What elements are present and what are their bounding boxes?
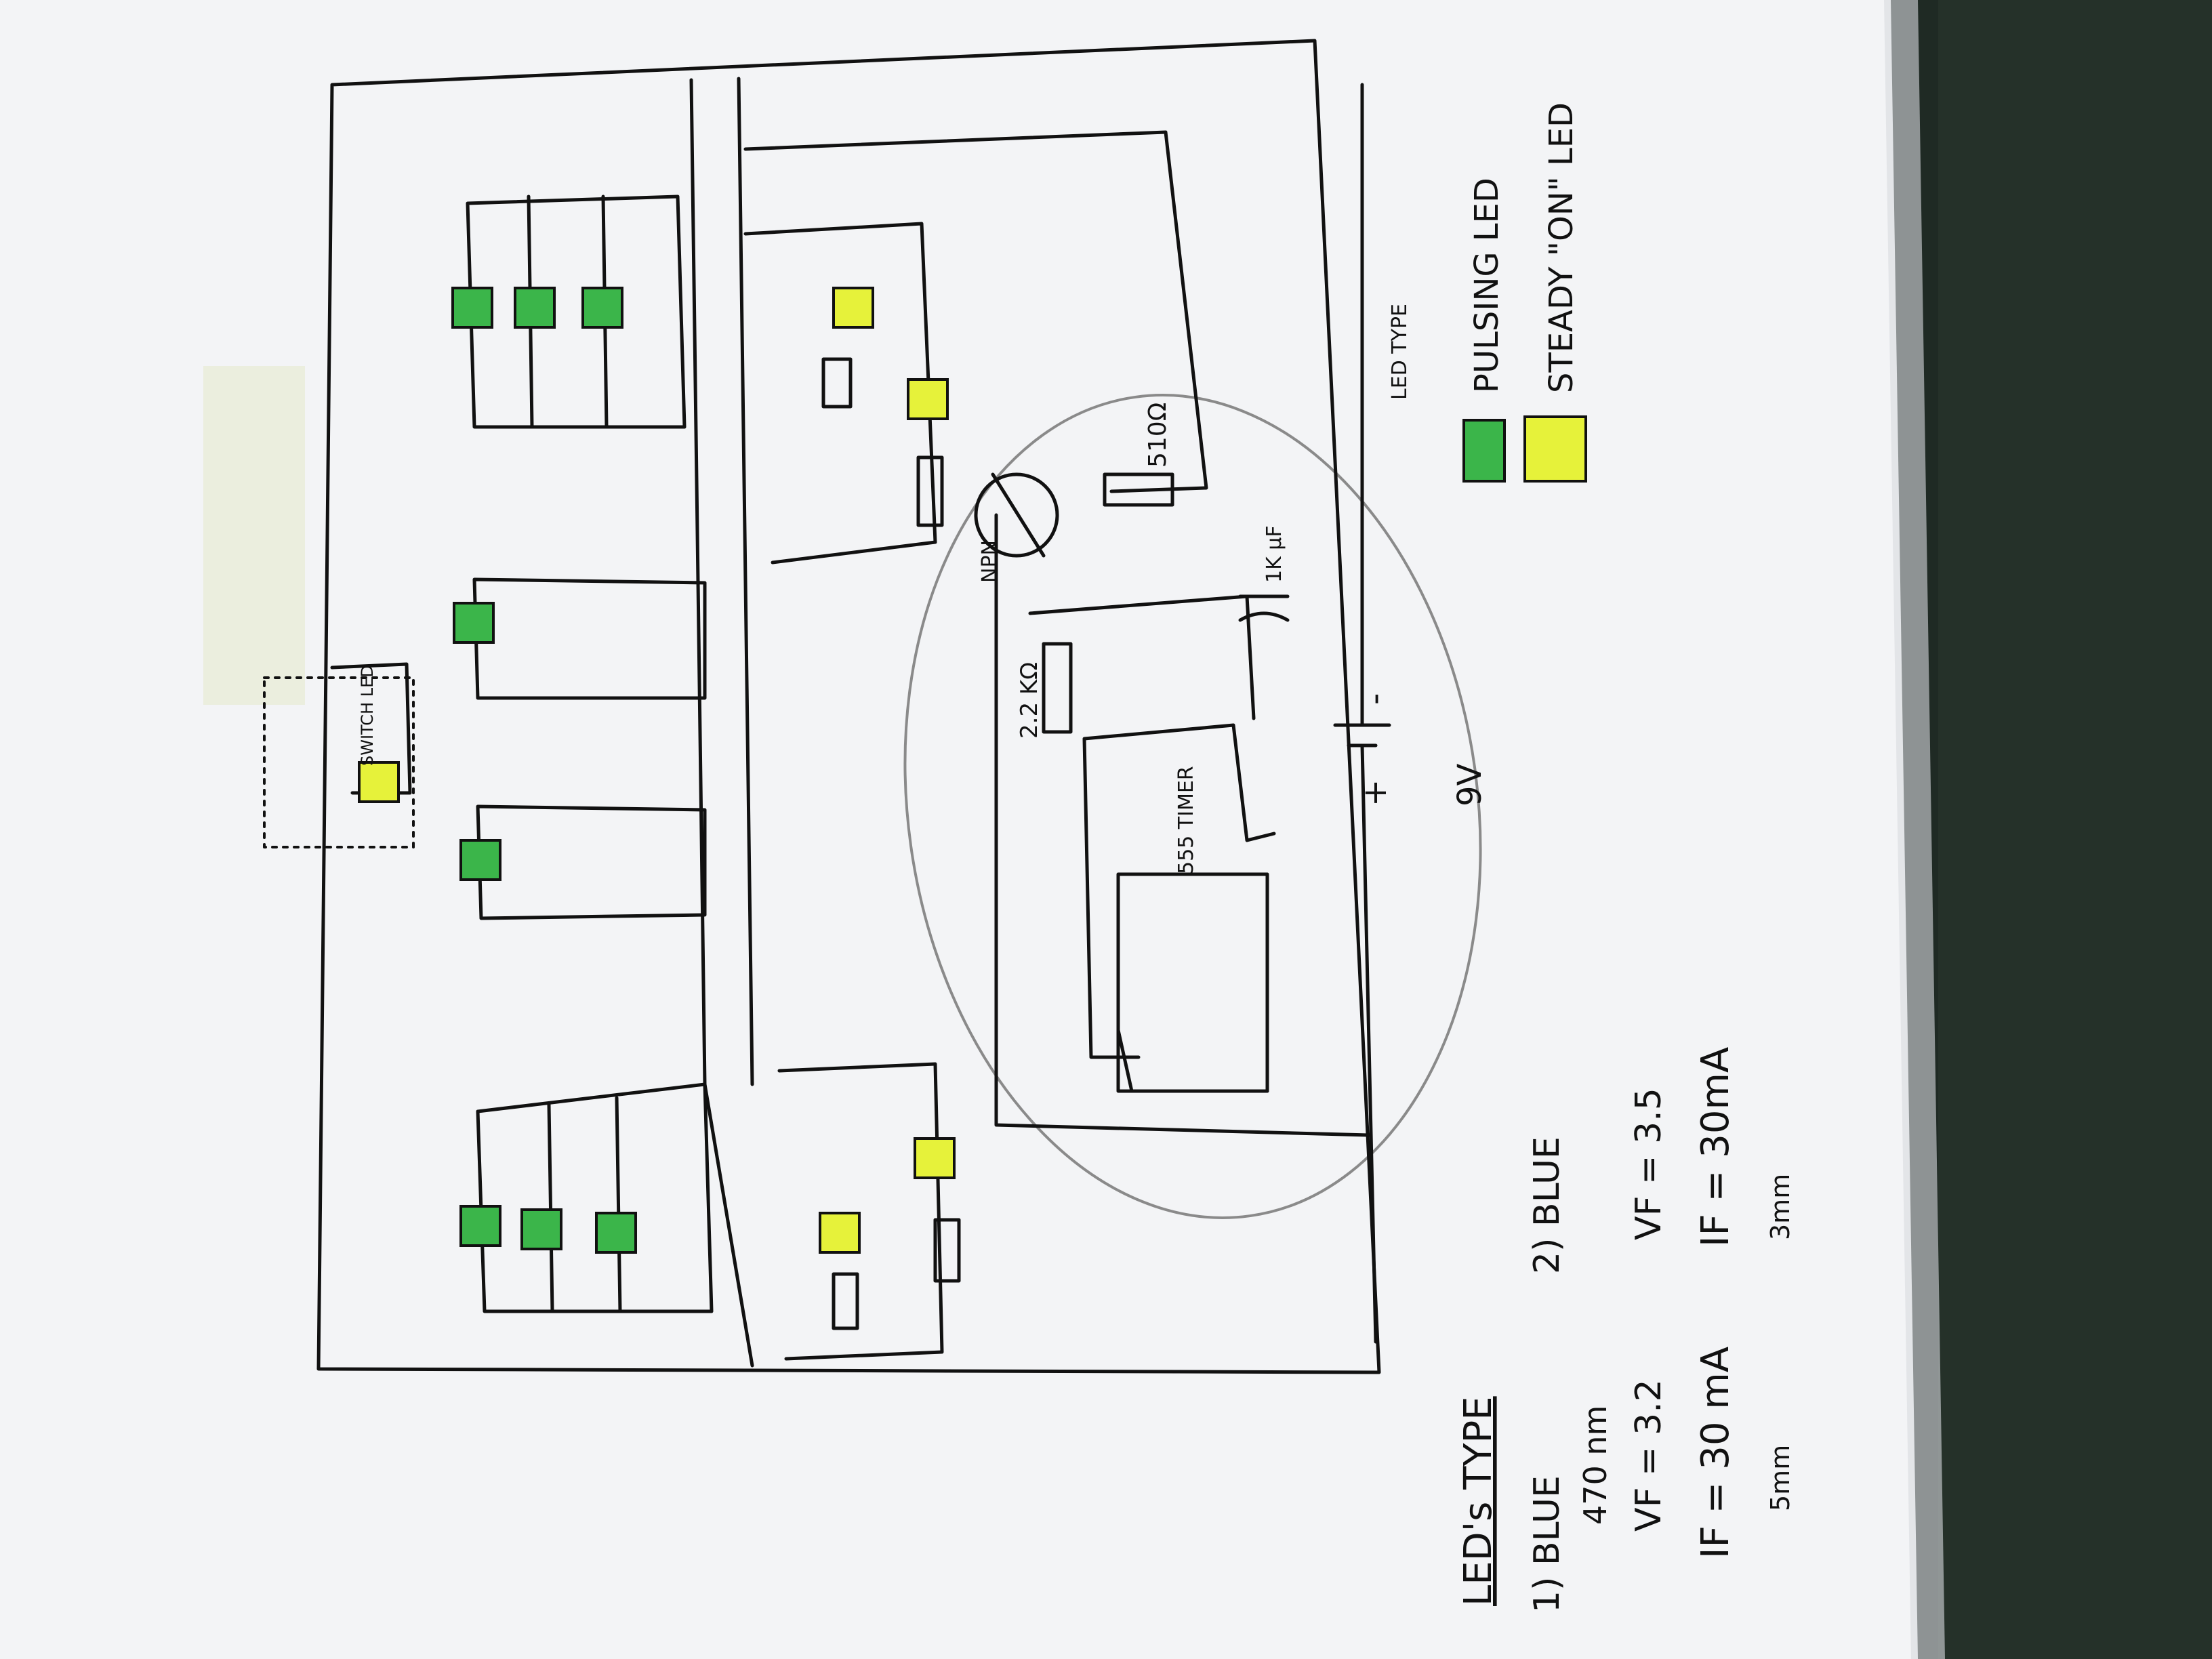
legend-pulsing: PULSING LED bbox=[1468, 178, 1506, 393]
resistor-bottom-b bbox=[933, 1218, 961, 1283]
rail-bottom bbox=[703, 1082, 754, 1368]
steady-led-marker bbox=[914, 1137, 956, 1179]
label-battery-plus: + bbox=[1356, 779, 1394, 806]
label-510-ohm: 510Ω bbox=[1144, 403, 1172, 468]
pulsing-led-marker bbox=[459, 1205, 501, 1247]
pulsing-led-marker bbox=[1462, 419, 1506, 483]
notes-col2-line4: 3mm bbox=[1765, 1174, 1795, 1240]
notes-col2-line2: VF = 3.5 bbox=[1629, 1088, 1669, 1240]
label-9v: 9V bbox=[1451, 763, 1489, 806]
paper-shadow-edge bbox=[1884, 0, 1945, 1659]
label-switch-led: SWITCH LED bbox=[358, 665, 377, 766]
label-capacitor: 1K μF bbox=[1263, 525, 1286, 583]
resistor-bottom-a bbox=[832, 1272, 859, 1330]
label-555-timer: 555 TIMER bbox=[1174, 766, 1198, 874]
notes-col1-line4: IF = 30 mA bbox=[1694, 1347, 1738, 1559]
steady-led-marker bbox=[358, 761, 400, 803]
timer-wires bbox=[994, 513, 1371, 1137]
resistor-top-a bbox=[821, 357, 853, 409]
legend-steady: STEADY "ON" LED bbox=[1542, 102, 1580, 393]
resistor-2k2 bbox=[1042, 642, 1073, 734]
steady-led-marker bbox=[1523, 415, 1587, 483]
capacitor-plate-b bbox=[1238, 611, 1290, 622]
led-group-top-left bbox=[466, 194, 687, 429]
tape-mark bbox=[203, 366, 305, 705]
pulsing-led-marker bbox=[514, 287, 556, 329]
pulsing-led-marker bbox=[581, 287, 623, 329]
label-battery-minus: - bbox=[1356, 693, 1394, 705]
resistor-510 bbox=[1103, 472, 1174, 507]
pulsing-led-marker bbox=[459, 839, 501, 881]
steady-led-marker bbox=[907, 378, 949, 420]
led-loop-upper bbox=[472, 577, 707, 700]
pulsing-led-marker bbox=[453, 602, 495, 644]
switch-box bbox=[263, 676, 415, 848]
resistor-top-b bbox=[916, 455, 944, 527]
notes-col1-line5: 5mm bbox=[1765, 1445, 1795, 1511]
notes-col2-line3: IF = 30mA bbox=[1694, 1047, 1738, 1247]
label-2k2: 2.2 KΩ bbox=[1016, 662, 1043, 739]
pulsing-led-marker bbox=[595, 1212, 637, 1254]
notes-col1-line2: 470 nm bbox=[1577, 1406, 1614, 1525]
steady-led-marker bbox=[819, 1212, 861, 1254]
wire-top-run bbox=[743, 130, 1208, 493]
steady-led-marker bbox=[832, 287, 874, 329]
notes-heading: LED's TYPE bbox=[1456, 1396, 1500, 1606]
pulsing-led-marker bbox=[451, 287, 493, 329]
led-symbols bbox=[358, 287, 1587, 1254]
notes-col2-line1: 2) BLUE bbox=[1527, 1136, 1568, 1274]
right-led-box-bottom bbox=[777, 1062, 944, 1361]
board-outline bbox=[316, 39, 1381, 1374]
countertop-speckle bbox=[1938, 0, 2212, 1659]
pulsing-led-marker bbox=[520, 1208, 562, 1250]
legend-led-type: LED TYPE bbox=[1388, 304, 1412, 400]
notes-col1-line3: VF = 3.2 bbox=[1629, 1379, 1669, 1532]
label-npn: NPN bbox=[978, 540, 1002, 583]
npn-transistor-symbol bbox=[974, 472, 1059, 558]
rail-right bbox=[737, 77, 754, 1086]
pencil-circle bbox=[903, 394, 1482, 1219]
notes-col1-line1: 1) BLUE bbox=[1527, 1475, 1568, 1613]
